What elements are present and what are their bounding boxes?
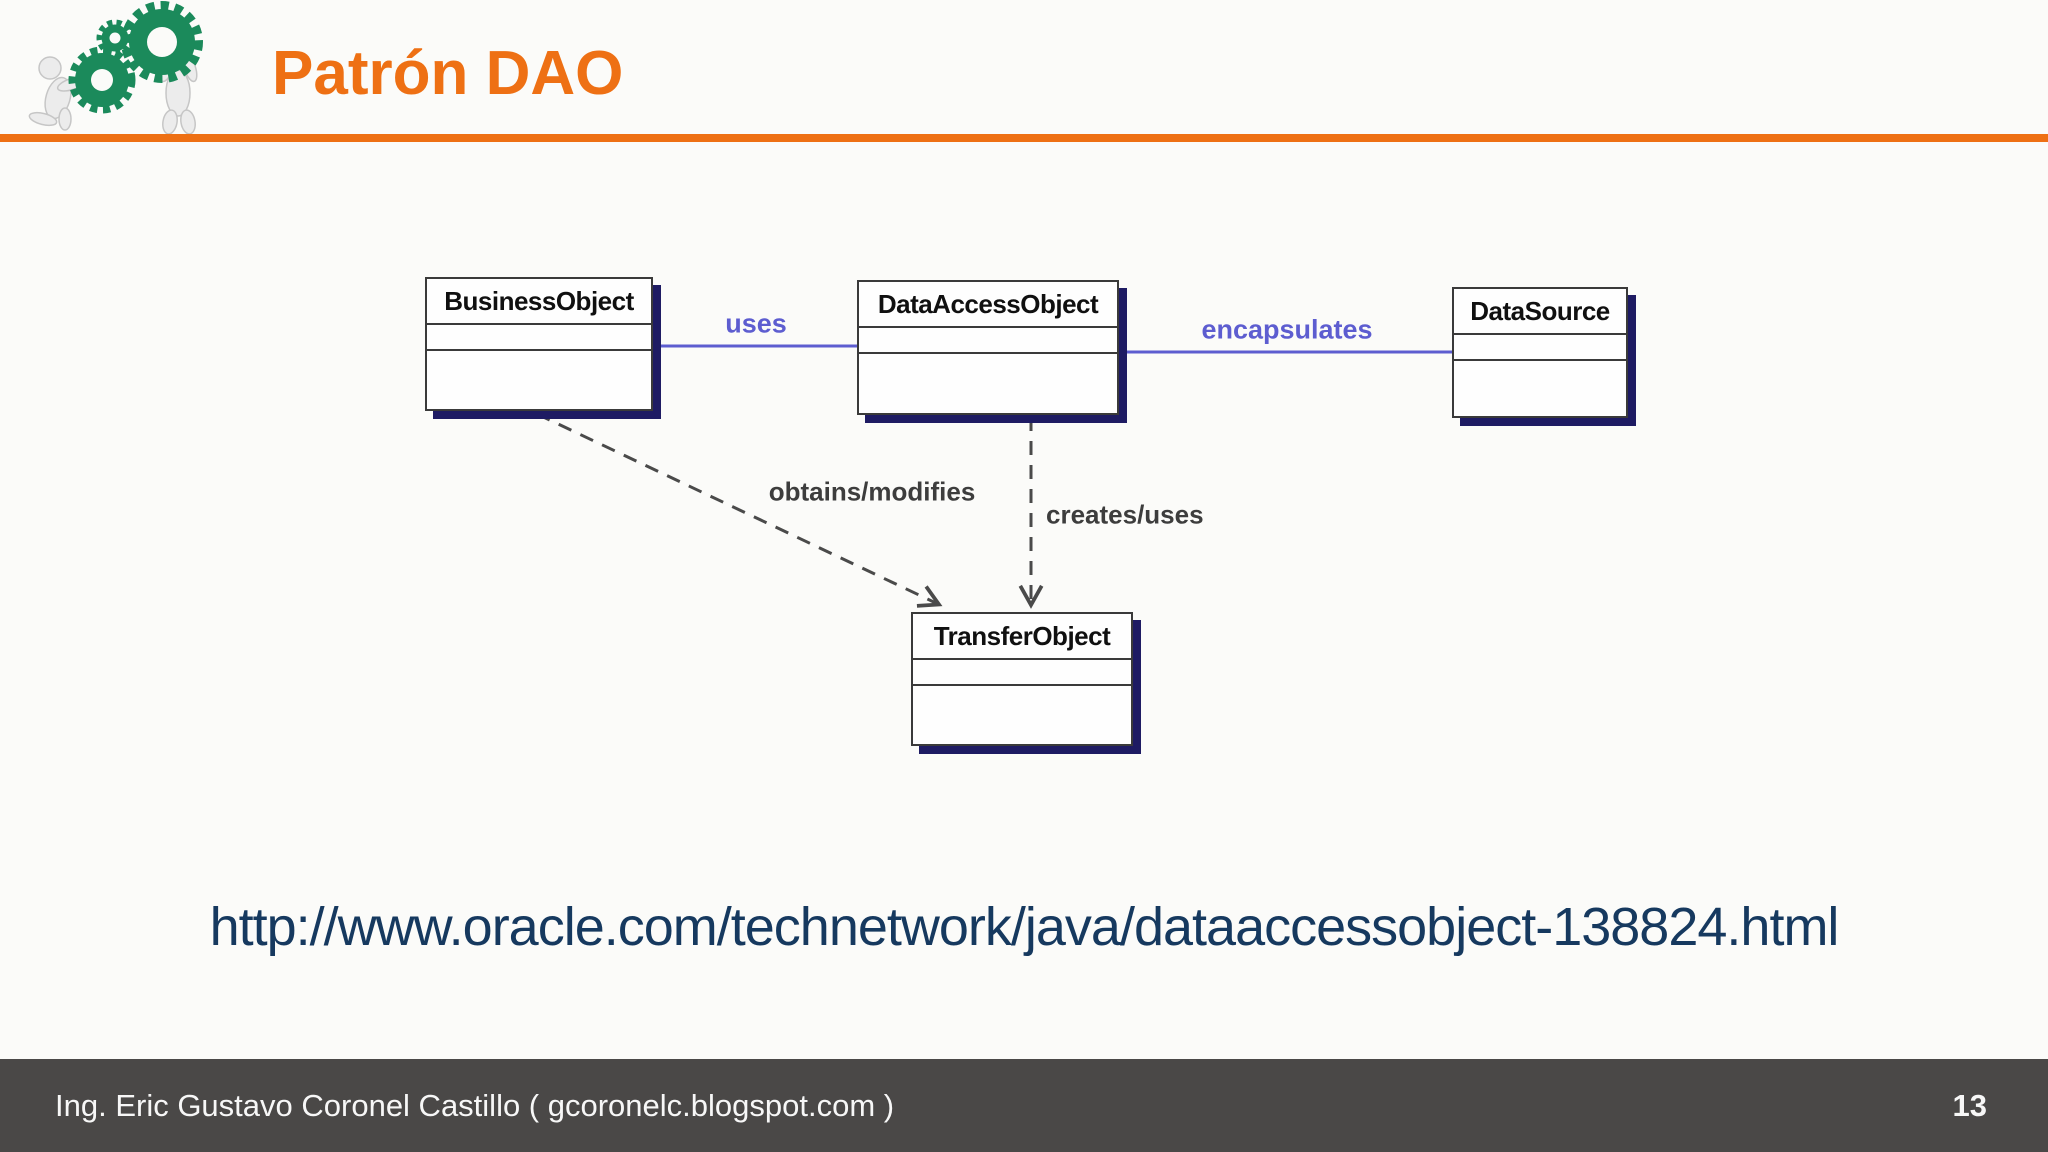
methods-compartment [859, 354, 1117, 413]
class-businessobject: BusinessObject [425, 277, 653, 411]
header-divider [0, 134, 2048, 142]
gear-medium-icon [68, 46, 136, 114]
attributes-compartment [913, 660, 1131, 686]
uml-diagram: BusinessObject DataAccessObject DataSour… [0, 142, 2048, 922]
attributes-compartment [1454, 335, 1626, 361]
methods-compartment [913, 686, 1131, 744]
class-title: BusinessObject [427, 279, 651, 325]
footer-bar: Ing. Eric Gustavo Coronel Castillo ( gco… [0, 1059, 2048, 1152]
encapsulates-label: encapsulates [1201, 314, 1373, 345]
class-title: DataAccessObject [859, 282, 1117, 328]
figure-left [28, 56, 88, 131]
gears-teamwork-logo [28, 1, 203, 135]
methods-compartment [1454, 361, 1626, 416]
class-transferobject: TransferObject [911, 612, 1133, 746]
page-number: 13 [1952, 1087, 1987, 1123]
class-dataaccessobject: DataAccessObject [857, 280, 1119, 415]
uses-label: uses [725, 308, 787, 339]
obtains-modifies-arrow [536, 412, 943, 608]
footer-credit: Ing. Eric Gustavo Coronel Castillo ( gco… [55, 1087, 895, 1123]
class-title: TransferObject [913, 614, 1131, 660]
creates-uses-label: creates/uses [1046, 499, 1204, 530]
page-title: Patrón DAO [272, 38, 624, 108]
obtains-modifies-label: obtains/modifies [768, 476, 976, 507]
class-title: DataSource [1454, 289, 1626, 335]
reference-url: http://www.oracle.com/technetwork/java/d… [209, 897, 1840, 957]
class-datasource: DataSource [1452, 287, 1628, 418]
attributes-compartment [859, 328, 1117, 354]
attributes-compartment [427, 325, 651, 351]
relation-lines [536, 344, 1452, 609]
methods-compartment [427, 351, 651, 409]
gear-large-icon [121, 1, 203, 83]
